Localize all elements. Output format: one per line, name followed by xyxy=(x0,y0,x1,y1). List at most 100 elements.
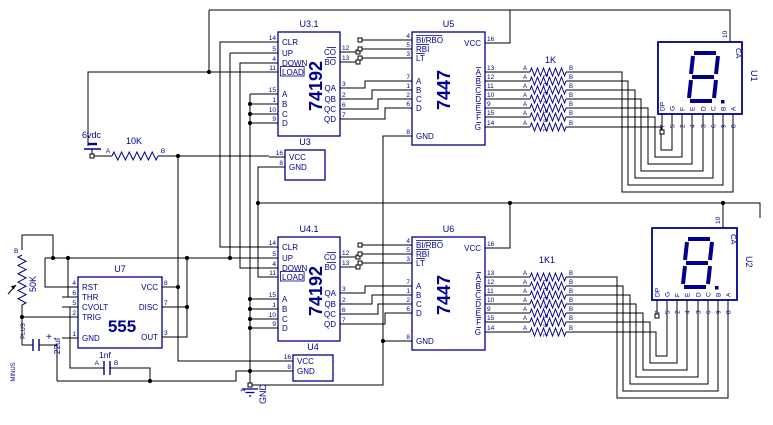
wire xyxy=(501,10,511,44)
resistor-index: 3 xyxy=(544,296,550,300)
pin-number: 3 xyxy=(342,81,346,88)
resistor-index: 3 xyxy=(544,91,550,95)
pin-label: A xyxy=(476,273,482,282)
pin-number: 6 xyxy=(711,124,718,128)
segment-pin-label: C xyxy=(706,292,713,297)
pin-number: 10 xyxy=(722,30,729,38)
pin-label: DOWN xyxy=(282,59,308,68)
wire xyxy=(352,303,396,315)
segment-pin-label: G xyxy=(665,292,672,297)
pin-label: RST xyxy=(82,283,98,292)
junction-dot xyxy=(175,153,181,159)
resistor-index: 5 xyxy=(544,109,550,113)
junction-dot xyxy=(247,111,253,117)
pin-label: B xyxy=(282,305,287,314)
pin-number: 14 xyxy=(487,325,495,332)
terminal-label: B xyxy=(569,93,573,99)
terminal-label: A xyxy=(523,280,527,286)
pin-number: 16 xyxy=(487,241,495,248)
terminal-label: B xyxy=(114,360,118,367)
resistor-index: 4 xyxy=(544,305,550,309)
terminal-label: PLUS xyxy=(21,323,27,339)
pin-label: LT xyxy=(416,54,425,63)
pin-number: 6 xyxy=(406,101,410,108)
junction-dot xyxy=(380,338,386,344)
pin-label: GND xyxy=(416,132,434,141)
resistor-zigzag xyxy=(529,93,567,105)
pin-number: 8 xyxy=(731,124,738,128)
pin-label: D xyxy=(475,95,481,104)
terminal-square xyxy=(357,251,363,257)
pin-number: 10 xyxy=(269,107,277,114)
resistor-zigzag xyxy=(529,66,567,78)
pin-label: GND xyxy=(297,367,315,376)
segment-pin-label: DP xyxy=(655,288,662,297)
pin-number: 10 xyxy=(269,312,277,319)
pin-number: 2 xyxy=(72,310,76,317)
pin-number: 2 xyxy=(675,310,682,314)
terminal-square xyxy=(355,59,361,65)
segment-pin-label: D xyxy=(696,292,703,297)
pin-label: RBI xyxy=(416,250,429,259)
wire xyxy=(352,285,396,294)
ic-body xyxy=(292,354,334,382)
pin-number: 8 xyxy=(279,160,283,167)
ic-body xyxy=(411,236,486,351)
part-number: 555 xyxy=(108,317,136,336)
wire xyxy=(219,41,262,248)
wire xyxy=(566,294,709,385)
resistor-index: 5 xyxy=(544,314,550,318)
pin-number: 15 xyxy=(487,110,495,117)
pin-label: E xyxy=(476,309,481,318)
source-label: 6vdc xyxy=(82,130,102,140)
wire xyxy=(352,294,396,305)
resistor-index: 6 xyxy=(544,118,550,122)
junction-dot xyxy=(247,120,253,126)
terminal-label: A xyxy=(523,84,527,90)
pin-number: 2 xyxy=(406,92,410,99)
pin-number: 16 xyxy=(276,150,284,157)
pin-number: 2 xyxy=(406,297,410,304)
pin-number: 11 xyxy=(269,270,276,277)
pin-label: LT xyxy=(416,259,425,268)
terminal-label: A xyxy=(523,326,527,332)
terminal-square xyxy=(357,55,363,61)
wire xyxy=(110,367,151,381)
junction-dot xyxy=(507,200,513,206)
pin-number: 8 xyxy=(726,310,733,314)
part-number: 7447 xyxy=(434,275,454,315)
wire xyxy=(566,89,714,179)
resistor-value: 50K xyxy=(28,276,38,292)
resistor-zigzag xyxy=(529,271,567,283)
terminal-label: B xyxy=(569,298,573,304)
pin-number: 4 xyxy=(406,238,410,245)
pin-label: F xyxy=(476,113,481,122)
resistor-index: 7 xyxy=(544,333,550,337)
terminal-label: MINUS xyxy=(11,362,17,381)
pin-number: 6 xyxy=(342,307,346,314)
pin-label: B xyxy=(416,291,421,300)
pin-label: QD xyxy=(324,320,336,329)
pin-number: 3 xyxy=(701,124,708,128)
pin-label: D xyxy=(282,324,288,333)
voltage-source[interactable]: 6vdc xyxy=(82,130,102,150)
pin-label: A xyxy=(282,90,288,99)
pin-number: 3 xyxy=(164,330,168,337)
